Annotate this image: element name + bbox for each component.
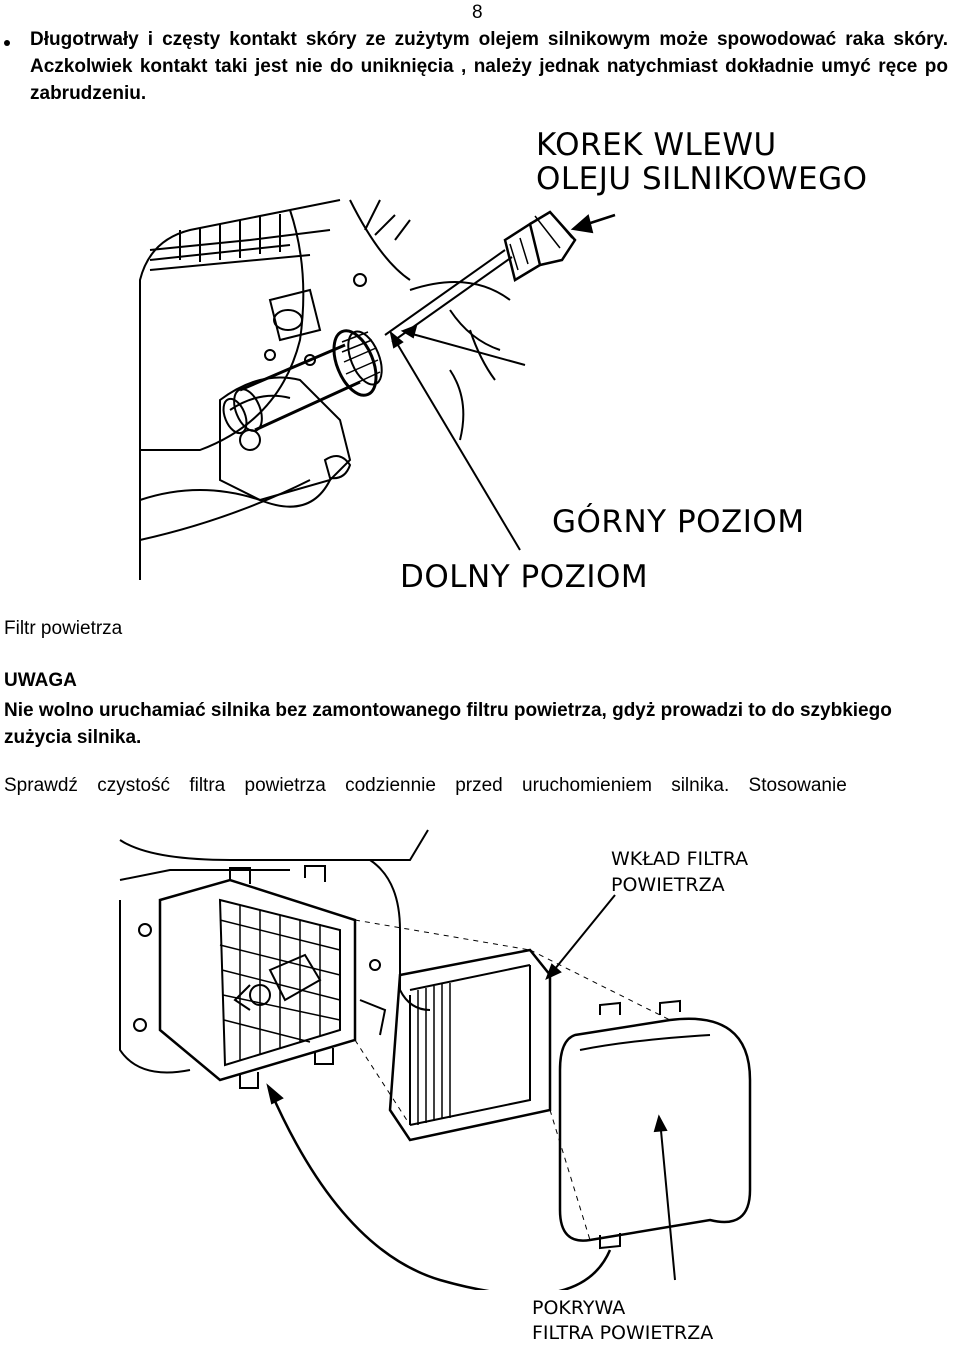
oil-cap-label-line2: OLEJU SILNIKOWEGO bbox=[536, 161, 868, 197]
page-number: 8 bbox=[472, 2, 483, 23]
upper-level-label: GÓRNY POZIOM bbox=[552, 504, 805, 540]
warning-bullet-text: Długotrwały i częsty kontakt skóry ze zu… bbox=[30, 29, 948, 104]
lower-level-label: DOLNY POZIOM bbox=[400, 559, 649, 595]
filter-element-label-line1: WKŁAD FILTRA bbox=[611, 848, 749, 870]
filter-element-label-line2: POWIETRZA bbox=[611, 874, 725, 896]
oil-cap-label-line1: KOREK WLEWU bbox=[536, 127, 777, 163]
air-filter-illustration bbox=[110, 820, 790, 1290]
filter-cover-label-line2: FILTRA POWIETRZA bbox=[532, 1322, 714, 1344]
filter-cover-label-line1: POKRYWA bbox=[532, 1297, 626, 1319]
engine-oil-dipstick-illustration bbox=[110, 120, 890, 600]
warning-heading: UWAGA bbox=[4, 670, 77, 691]
bullet-icon bbox=[4, 40, 10, 46]
warning-text: Nie wolno uruchamiać silnika bez zamonto… bbox=[4, 700, 892, 748]
body-paragraph: Sprawdź czystość filtra powietrza codzie… bbox=[4, 775, 847, 796]
section-title: Filtr powietrza bbox=[4, 618, 123, 639]
